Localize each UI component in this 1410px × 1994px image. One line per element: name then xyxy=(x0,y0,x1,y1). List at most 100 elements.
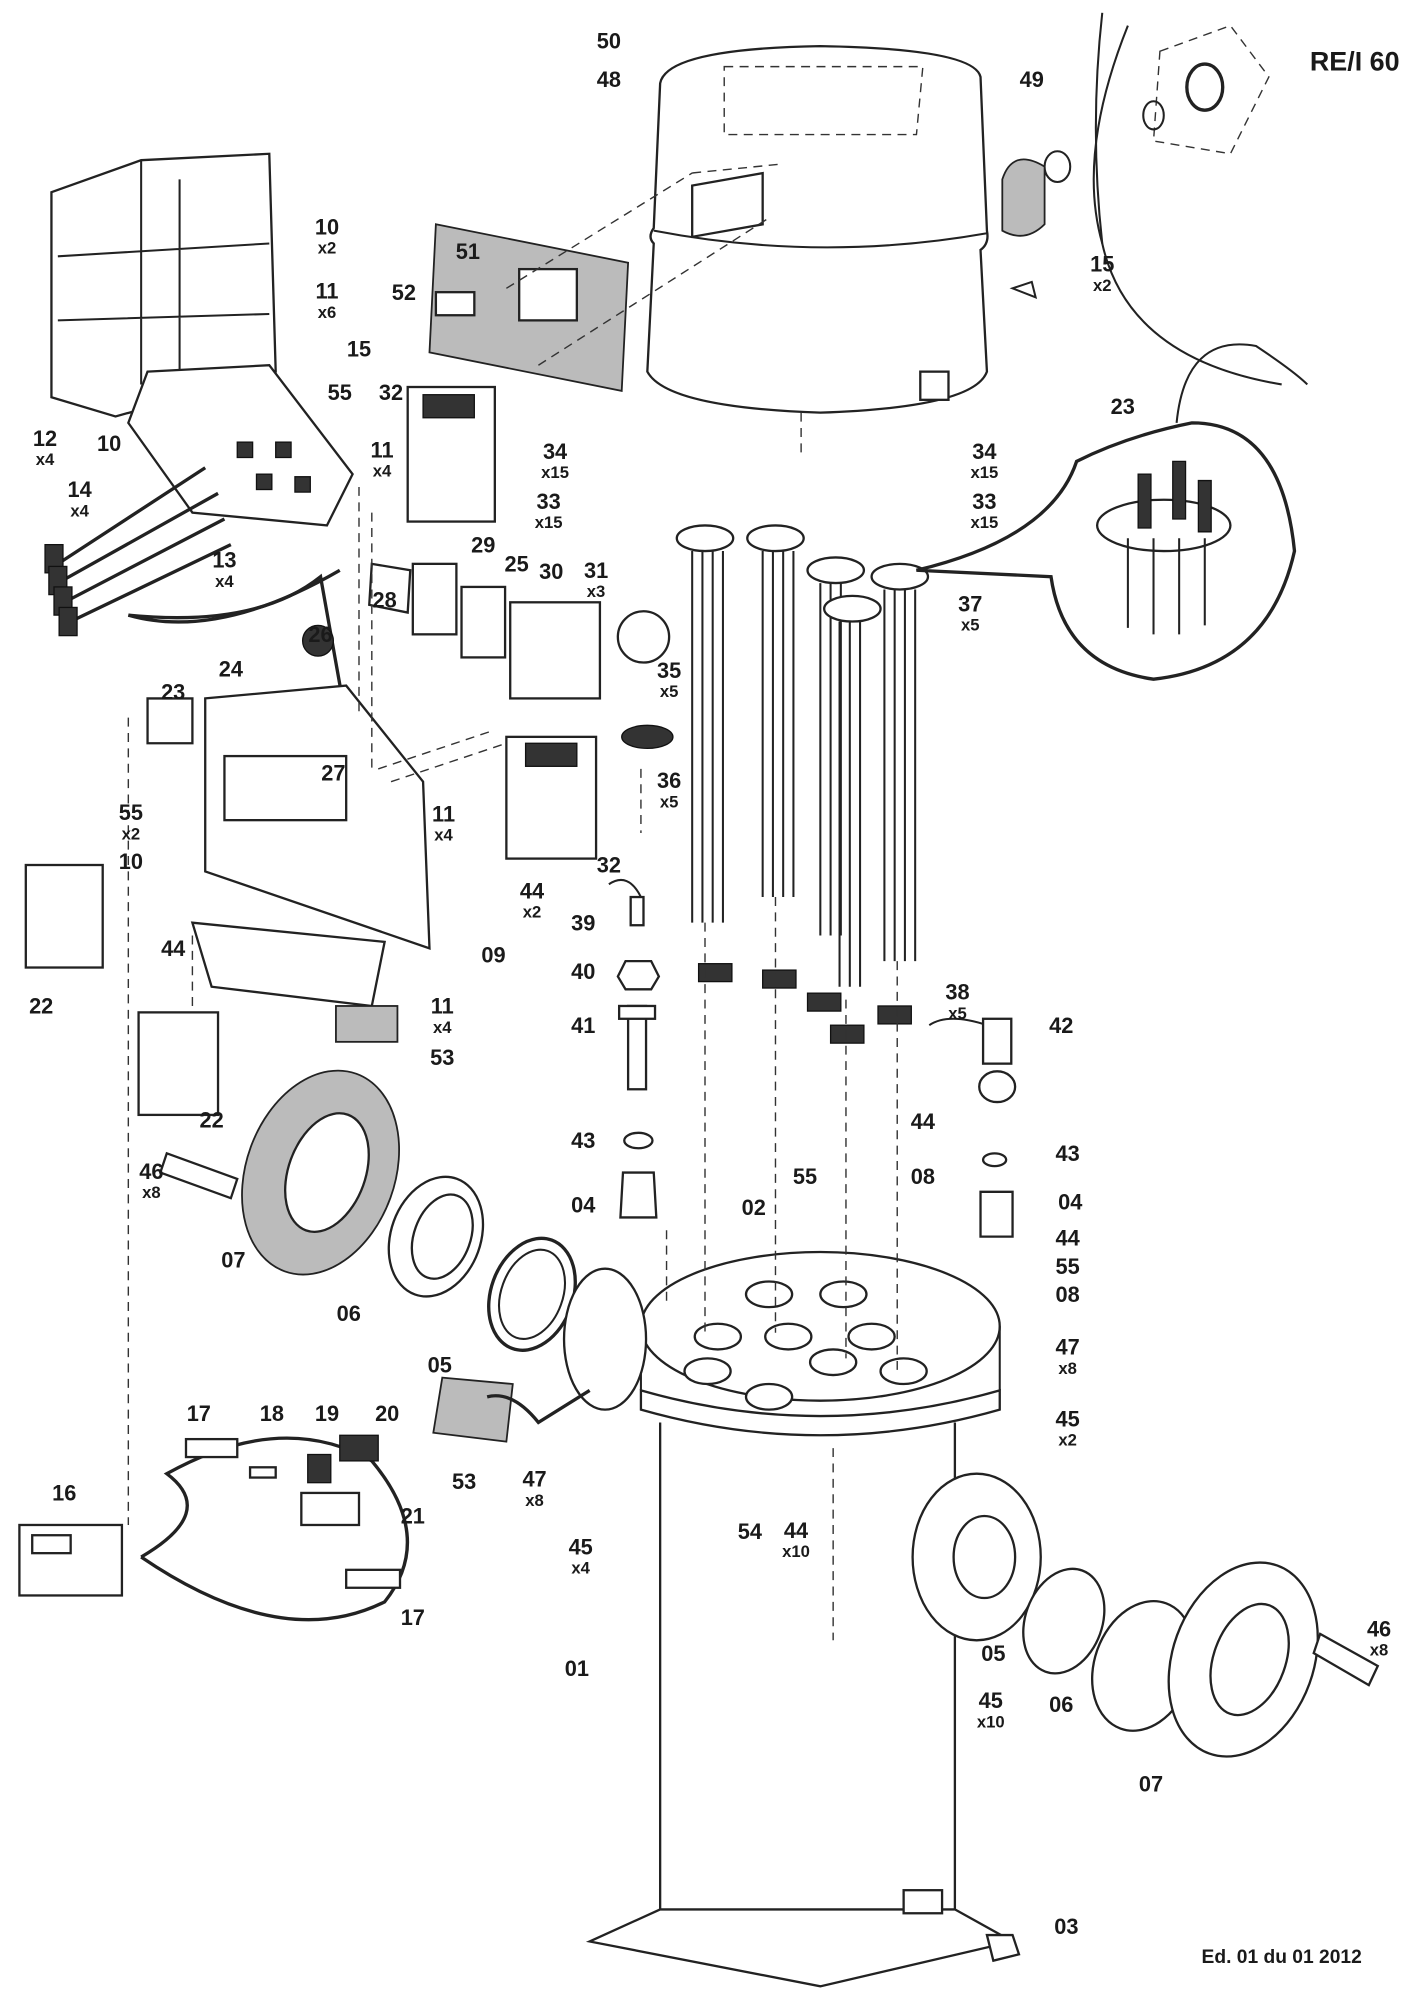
callout-32: 32 xyxy=(379,380,403,405)
callout-54: 54 xyxy=(738,1519,762,1544)
part-number: 37 xyxy=(958,591,982,616)
part-number: 09 xyxy=(481,942,505,967)
part-quantity: x5 xyxy=(660,792,679,811)
terminal-blocks xyxy=(368,562,602,700)
part-number: 15 xyxy=(347,336,371,361)
breaker-bottom xyxy=(137,1011,220,1117)
part-number: 49 xyxy=(1020,67,1044,92)
part-number: 06 xyxy=(1049,1692,1073,1717)
cover-dome xyxy=(646,44,989,414)
callout-43: 43 xyxy=(1056,1141,1080,1166)
callout-01: 01 xyxy=(565,1656,589,1681)
part-number: 55 xyxy=(328,380,352,405)
part-number: 25 xyxy=(505,552,529,577)
callout-07: 07 xyxy=(221,1247,245,1272)
part-quantity: x4 xyxy=(433,1018,452,1037)
part-number: 40 xyxy=(571,959,595,984)
part-quantity: x8 xyxy=(525,1491,544,1510)
part-number: 44 xyxy=(1056,1226,1080,1251)
part-number: 47 xyxy=(522,1467,546,1492)
part-number: 43 xyxy=(571,1128,595,1153)
part-number: 15 xyxy=(1090,252,1114,277)
callout-55: 55 xyxy=(793,1164,817,1189)
part-number: 33 xyxy=(537,489,561,514)
callout-55: 55 xyxy=(328,380,352,405)
part-number: 08 xyxy=(1056,1282,1080,1307)
part-number: 07 xyxy=(221,1247,245,1272)
part-number: 14 xyxy=(68,477,92,502)
part-number: 39 xyxy=(571,910,595,935)
part-quantity: x15 xyxy=(970,463,998,482)
callout-23: 23 xyxy=(161,680,185,705)
callout-50: 50 xyxy=(597,29,621,54)
part-number: 11 xyxy=(315,279,338,304)
callout-49: 49 xyxy=(1020,67,1044,92)
part-number: 44 xyxy=(161,936,185,961)
part-number: 12 xyxy=(33,426,57,451)
part-number: 55 xyxy=(1056,1254,1080,1279)
part-number: 47 xyxy=(1056,1335,1080,1360)
part-number: 46 xyxy=(139,1159,163,1184)
callout-16: 16 xyxy=(52,1481,76,1506)
part-number: 45 xyxy=(1056,1406,1080,1431)
part-number: 26 xyxy=(308,622,332,647)
callout-02: 02 xyxy=(742,1195,766,1220)
part-number: 50 xyxy=(597,29,621,54)
callout-18: 18 xyxy=(260,1401,284,1426)
part-number: 21 xyxy=(401,1504,425,1529)
part-number: 17 xyxy=(401,1605,425,1630)
part-quantity: x4 xyxy=(36,450,55,469)
part-number: 51 xyxy=(456,239,480,264)
callout-27: 27 xyxy=(321,760,345,785)
part-number: 20 xyxy=(375,1401,399,1426)
part-number: 13 xyxy=(212,548,236,573)
part-number: 41 xyxy=(571,1013,595,1038)
part-number: 53 xyxy=(430,1045,454,1070)
callout-29: 29 xyxy=(471,532,495,557)
part-number: 05 xyxy=(428,1352,452,1377)
part-number: 23 xyxy=(161,680,185,705)
callout-32: 32 xyxy=(597,853,621,878)
callout-17: 17 xyxy=(401,1605,425,1630)
callout-10: 10 xyxy=(97,431,121,456)
detail-zoom-controller xyxy=(18,1434,410,1622)
part-quantity: x15 xyxy=(970,513,998,532)
part-quantity: x4 xyxy=(571,1559,590,1578)
part-number: 01 xyxy=(565,1656,589,1681)
breaker-top xyxy=(24,863,104,969)
callout-06: 06 xyxy=(1049,1692,1073,1717)
part-number: 22 xyxy=(29,994,53,1019)
part-number: 33 xyxy=(972,489,996,514)
part-number: 43 xyxy=(1056,1141,1080,1166)
callout-23: 23 xyxy=(1111,394,1135,419)
contactors xyxy=(406,385,598,860)
heating-elements xyxy=(675,524,930,1044)
chassis-bracket xyxy=(44,152,354,637)
part-quantity: x15 xyxy=(535,513,563,532)
part-number: 31 xyxy=(584,558,608,583)
part-number: 24 xyxy=(219,657,243,682)
part-number: 10 xyxy=(97,431,121,456)
detail-zoom-element xyxy=(916,343,1309,681)
part-number: 55 xyxy=(793,1164,817,1189)
tank-body xyxy=(562,1250,1042,1988)
part-number: 44 xyxy=(784,1518,808,1543)
callout-22: 22 xyxy=(200,1108,224,1133)
part-number: 04 xyxy=(1058,1190,1082,1215)
model-title: RE/I 60 xyxy=(1310,46,1400,76)
part-quantity: x4 xyxy=(70,501,89,520)
